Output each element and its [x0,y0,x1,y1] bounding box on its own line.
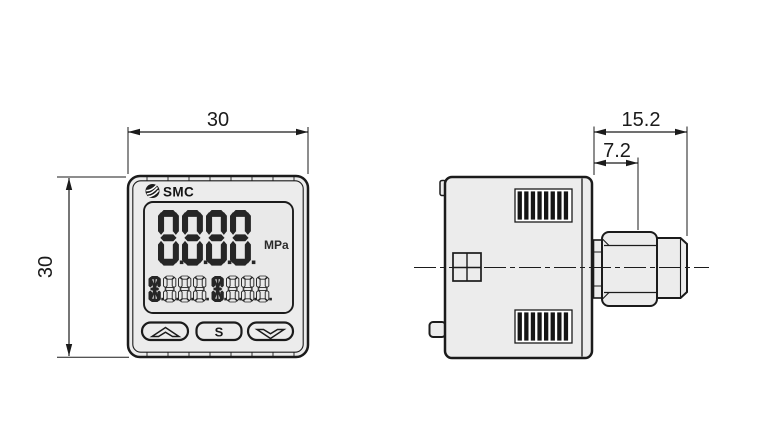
smc-swirl-icon [145,184,160,198]
side-view: 15.2 7.2 [414,109,709,360]
sub-display-right [212,276,272,302]
case-parting-ticks [146,176,295,357]
side-depth-dimension: 15.2 [593,109,688,236]
set-button-label: S [215,325,224,340]
lcd-display-window [143,201,294,314]
up-button [140,321,190,342]
vent-grille-bottom [514,309,573,344]
front-body-inner-line [132,180,304,353]
down-button [246,321,295,342]
pressure-port [592,231,688,307]
sub-display-left [149,276,209,302]
vent-grille-top [514,188,573,223]
up-arrow-icon [149,326,182,338]
port-offset-dimension: 7.2 [594,140,639,230]
button-row: S [140,321,295,342]
front-width-dim-label: 30 [207,109,229,131]
front-width-dimension: 30 [127,109,309,174]
brand-label: SMC [163,185,194,200]
down-arrow-icon [254,328,287,340]
hex-nut [601,231,658,307]
side-depth-dim-label: 15.2 [622,109,661,131]
set-button [195,321,243,342]
front-view: SMC MPa [35,109,310,359]
front-height-dimension: 30 [35,176,129,358]
main-display-digits [158,210,256,266]
port-offset-dim-label: 7.2 [603,140,631,162]
smc-logo: SMC [145,184,194,200]
front-height-dim-label: 30 [35,256,57,278]
connector-tab [428,321,447,338]
hex-facet-lines [604,244,656,294]
pressure-unit-label: MPa [264,238,289,252]
